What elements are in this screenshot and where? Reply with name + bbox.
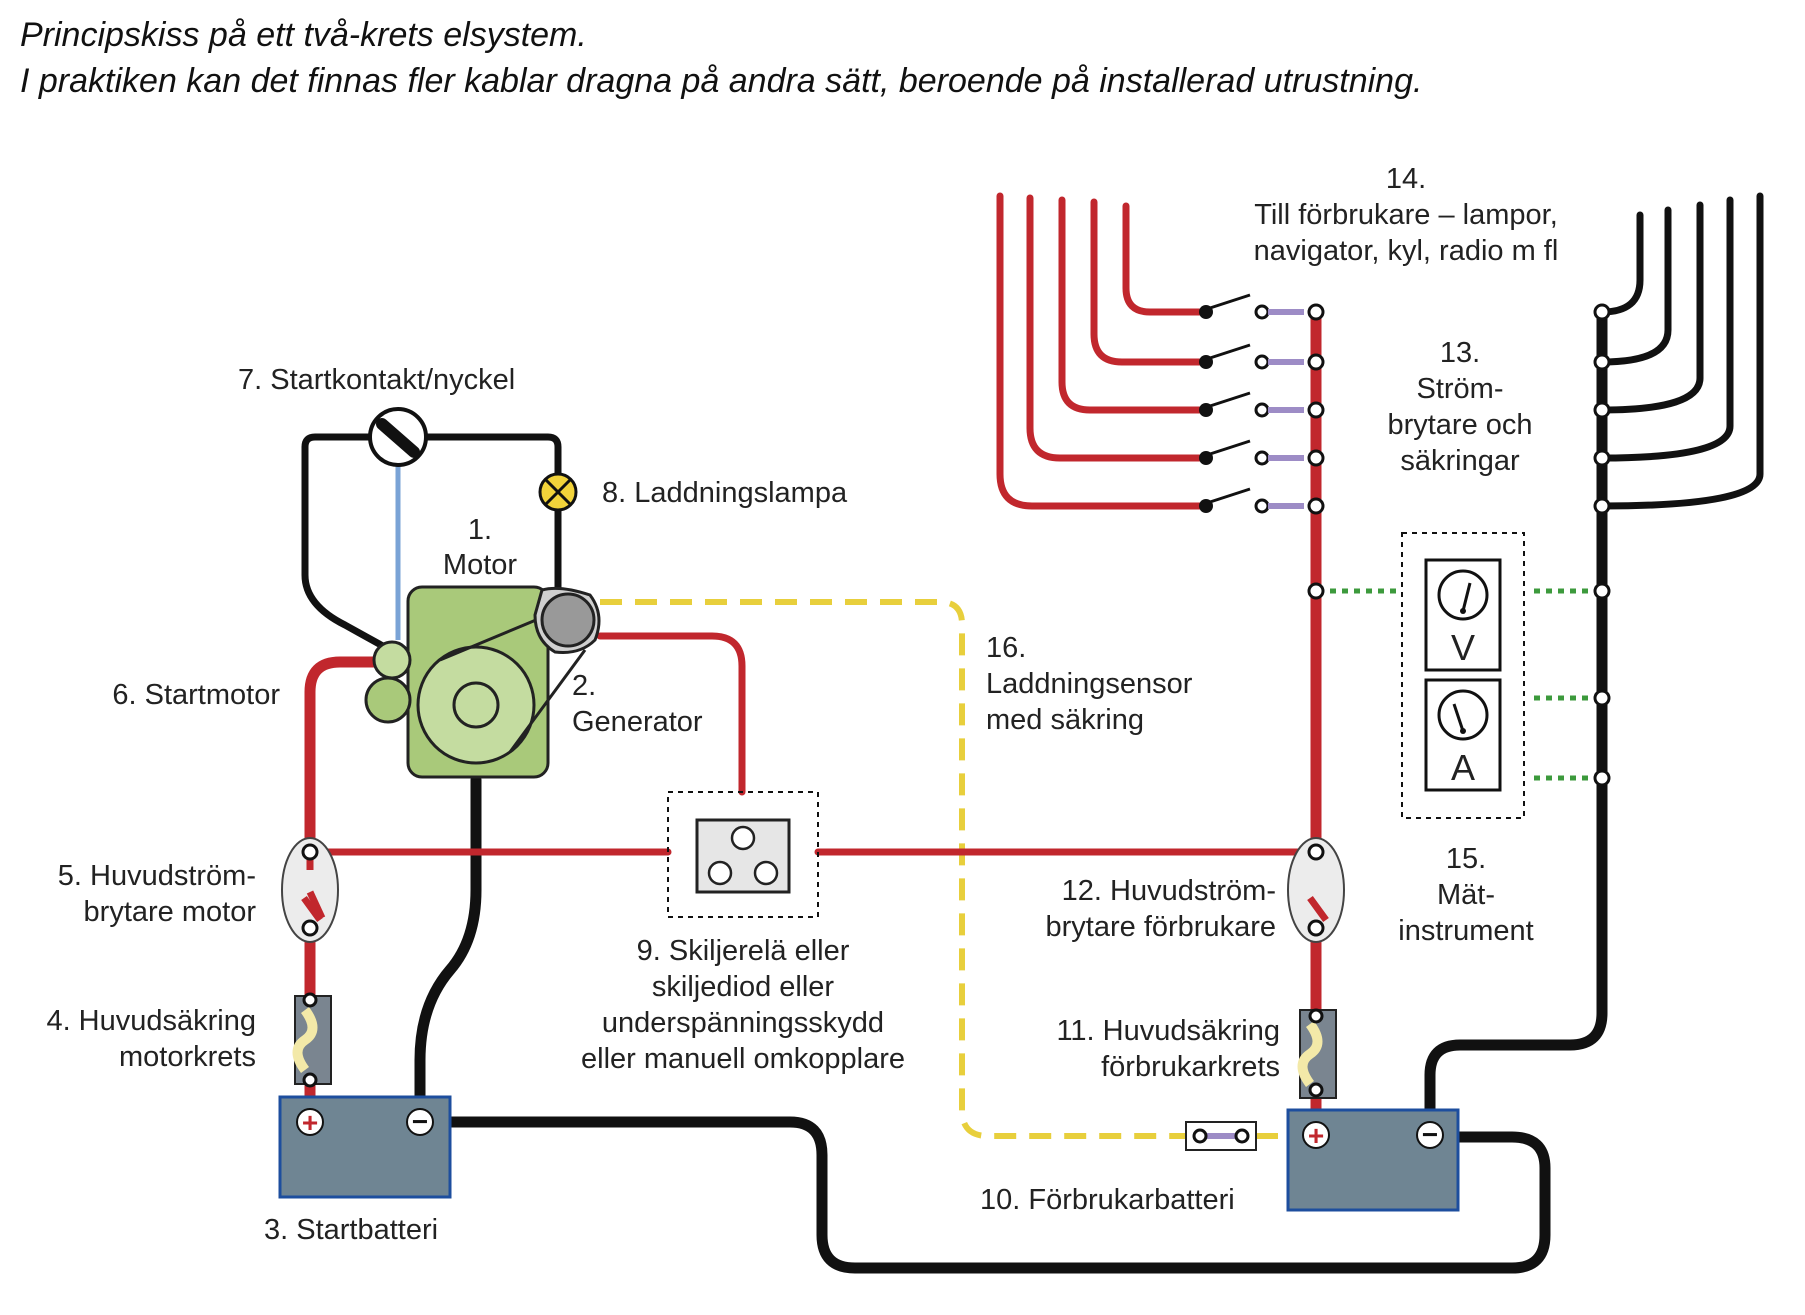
caption-line-1: Principskiss på ett två-krets elsystem. xyxy=(20,16,587,54)
label-11-line1: 11. Huvudsäkring xyxy=(1056,1015,1280,1047)
charge-sensor-fuse xyxy=(1185,1121,1257,1151)
ammeter-label: A xyxy=(1451,747,1475,788)
fuse-icon xyxy=(1297,1008,1337,1099)
plus-terminal: + xyxy=(1308,1120,1324,1151)
switch-icon xyxy=(1287,837,1345,943)
generator xyxy=(540,592,596,648)
label-11-line2: förbrukarkrets xyxy=(1101,1051,1280,1083)
label-16-line1: Laddningsensor xyxy=(986,668,1193,700)
neg-branch-2 xyxy=(1598,206,1672,366)
ignition-wire-left xyxy=(301,433,394,654)
label-13-line3: säkringar xyxy=(1400,445,1520,477)
label-7-ignition: 7. Startkontakt/nyckel xyxy=(238,364,515,396)
switch-icon xyxy=(281,837,339,943)
neg-branch-4 xyxy=(1598,196,1734,462)
label-3-start-battery: 3. Startbatteri xyxy=(264,1214,438,1246)
pos-branch-5 xyxy=(996,192,1210,510)
minus-terminal: − xyxy=(1422,1119,1438,1150)
label-15-line1: Mät- xyxy=(1437,879,1495,911)
label-12-line1: 12. Huvudström- xyxy=(1062,875,1276,907)
voltmeter-icon xyxy=(1437,569,1489,621)
ignition-key-icon xyxy=(368,407,428,467)
start-battery: + − xyxy=(278,1095,452,1199)
label-2-generator: Generator xyxy=(572,706,703,738)
plus-terminal: + xyxy=(302,1107,318,1138)
label-5-line1: 5. Huvudström- xyxy=(58,860,256,892)
labels: 1. Motor 2. Generator 3. Startbatteri 4.… xyxy=(46,163,1558,1246)
meter-box: V A xyxy=(1401,532,1525,819)
label-1-number: 1. xyxy=(468,514,492,546)
pos-branch-1 xyxy=(1122,202,1210,316)
fuse-switch-panel xyxy=(1199,293,1611,787)
charge-sensor-wire xyxy=(600,599,1186,1139)
switch-fuse-row xyxy=(1199,343,1325,371)
label-13-line1: Ström- xyxy=(1417,373,1504,405)
label-2-number: 2. xyxy=(572,670,596,702)
voltmeter-label: V xyxy=(1451,627,1475,668)
pos-branch-4 xyxy=(1026,194,1210,462)
switch-fuse-row xyxy=(1199,391,1325,419)
ignition-wire-to-lamp xyxy=(414,433,562,482)
neg-branch-1 xyxy=(1598,211,1644,316)
label-16-line2: med säkring xyxy=(986,704,1144,736)
label-9-line2: skiljediod eller xyxy=(652,971,834,1003)
neg-branch-3 xyxy=(1598,201,1704,414)
generator-cable xyxy=(596,632,746,796)
label-13-line2: brytare och xyxy=(1387,409,1532,441)
consumer-negative-bus xyxy=(1424,306,1608,1124)
label-1-motor: Motor xyxy=(443,549,517,581)
minus-terminal: − xyxy=(412,1106,428,1137)
label-9-line3: underspänningsskydd xyxy=(602,1007,884,1039)
negative-wires xyxy=(301,192,1764,1274)
label-10-consumer-battery: 10. Förbrukarbatteri xyxy=(980,1184,1235,1216)
switch-fuse-row xyxy=(1199,293,1325,321)
label-13-number: 13. xyxy=(1440,337,1480,369)
isolation-relay xyxy=(667,791,819,918)
negative-bridge-cable xyxy=(426,1116,1551,1274)
starter-solenoid xyxy=(372,640,412,680)
caption-line-2: I praktiken kan det finnas fler kablar d… xyxy=(20,62,1423,100)
label-16-number: 16. xyxy=(986,632,1026,664)
label-9-line4: eller manuell omkopplare xyxy=(581,1043,905,1075)
starter-cable xyxy=(304,656,396,856)
label-6-starter: 6. Startmotor xyxy=(112,679,280,711)
ammeter-icon xyxy=(1437,689,1489,741)
label-4-line2: motorkrets xyxy=(119,1041,256,1073)
label-15-line2: instrument xyxy=(1398,915,1533,947)
label-14-line2: navigator, kyl, radio m fl xyxy=(1254,235,1559,267)
pos-branch-2 xyxy=(1090,198,1210,366)
starter-motor xyxy=(364,676,412,724)
pos-branch-3 xyxy=(1058,196,1210,414)
label-5-line2: brytare motor xyxy=(84,896,257,928)
engine-block xyxy=(364,585,601,779)
consumer-battery: + − xyxy=(1286,1108,1460,1212)
positive-wires xyxy=(304,192,1322,1126)
label-12-line2: brytare förbrukare xyxy=(1046,911,1277,943)
label-9-line1: 9. Skiljerelä eller xyxy=(637,935,850,967)
neg-branch-5 xyxy=(1598,192,1764,510)
label-4-line1: 4. Huvudsäkring xyxy=(46,1005,256,1037)
charge-lamp-icon xyxy=(538,472,578,512)
label-14-line1: Till förbrukare – lampor, xyxy=(1254,199,1558,231)
label-15-number: 15. xyxy=(1446,843,1486,875)
switch-fuse-row xyxy=(1199,439,1325,467)
label-14-number: 14. xyxy=(1386,163,1426,195)
label-8-charge-lamp: 8. Laddningslampa xyxy=(602,477,848,509)
engine-ground-cable xyxy=(414,774,482,1124)
fuse-icon xyxy=(292,992,332,1088)
switch-fuse-row xyxy=(1199,487,1325,515)
